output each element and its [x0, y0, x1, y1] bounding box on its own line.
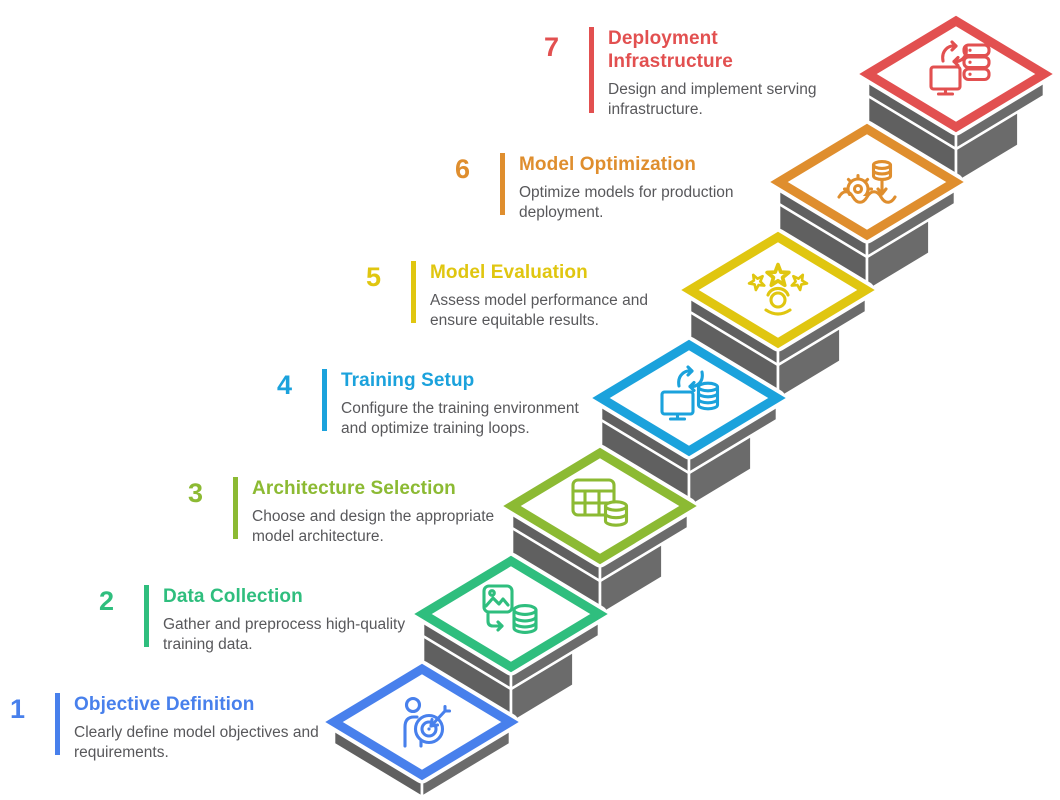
step-number: 1	[9, 694, 25, 724]
step-block-5	[681, 228, 875, 401]
step-title: Training Setup	[341, 370, 475, 391]
step-accent-bar	[233, 477, 238, 539]
step-description: Gather and preprocess high-quality train…	[163, 616, 406, 653]
step-title: Objective Definition	[74, 694, 255, 715]
step-title: Deployment Infrastructure	[608, 28, 733, 72]
step-diamond	[592, 339, 786, 457]
step-description: Design and implement serving infrastruct…	[608, 81, 817, 118]
step-title: Model Optimization	[519, 154, 697, 175]
step-block-7	[859, 12, 1053, 185]
step-description: Optimize models for production deploymen…	[519, 184, 734, 221]
step-title: Model Evaluation	[430, 262, 588, 283]
step-diamond	[325, 663, 519, 781]
step-diamond	[859, 15, 1053, 133]
step-number: 2	[98, 586, 114, 616]
step-description: Choose and design the appropriate model …	[252, 508, 495, 545]
step-number: 4	[276, 370, 292, 400]
step-diamond	[681, 231, 875, 349]
step-title: Data Collection	[163, 586, 303, 607]
step-accent-bar	[144, 585, 149, 647]
step-accent-bar	[411, 261, 416, 323]
step-number: 5	[365, 262, 381, 292]
step-block-4	[592, 336, 786, 509]
step-description: Configure the training environment and o…	[341, 400, 579, 437]
step-accent-bar	[55, 693, 60, 755]
step-title: Architecture Selection	[252, 478, 456, 499]
step-block-1	[325, 660, 519, 799]
step-number: 6	[454, 154, 470, 184]
step-accent-bar	[500, 153, 505, 215]
step-accent-bar	[322, 369, 327, 431]
step-block-2	[414, 552, 608, 725]
step-description: Assess model performance and ensure equi…	[430, 292, 648, 329]
step-description: Clearly define model objectives and requ…	[74, 724, 319, 761]
step-accent-bar	[589, 27, 594, 113]
step-block-6	[770, 120, 964, 293]
step-block-3	[503, 444, 697, 617]
step-diamond	[414, 555, 608, 673]
step-number: 3	[187, 478, 203, 508]
step-number: 7	[543, 32, 559, 62]
